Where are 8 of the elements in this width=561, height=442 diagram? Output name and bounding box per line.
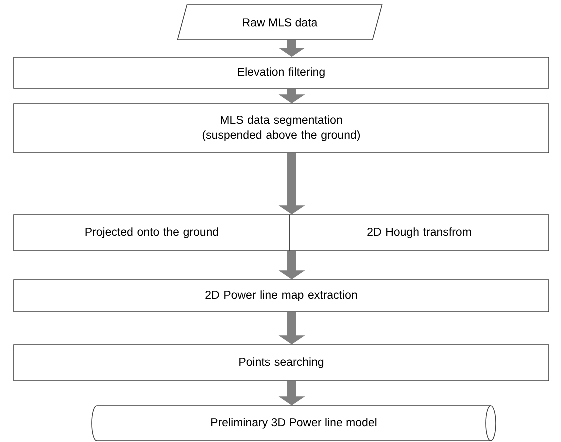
- process-box: 2D Power line map extraction: [14, 280, 550, 312]
- process-box: MLS data segmentation (suspended above the ground): [14, 104, 550, 154]
- process-box: Projected onto the ground: [14, 214, 290, 252]
- input-parallelogram: Raw MLS data: [177, 4, 383, 40]
- output-cylinder: Preliminary 3D Power line model: [92, 406, 496, 442]
- process-box: Points searching: [14, 344, 550, 382]
- process-box: 2D Hough transfrom: [290, 214, 550, 252]
- process-box: Elevation filtering: [14, 57, 550, 89]
